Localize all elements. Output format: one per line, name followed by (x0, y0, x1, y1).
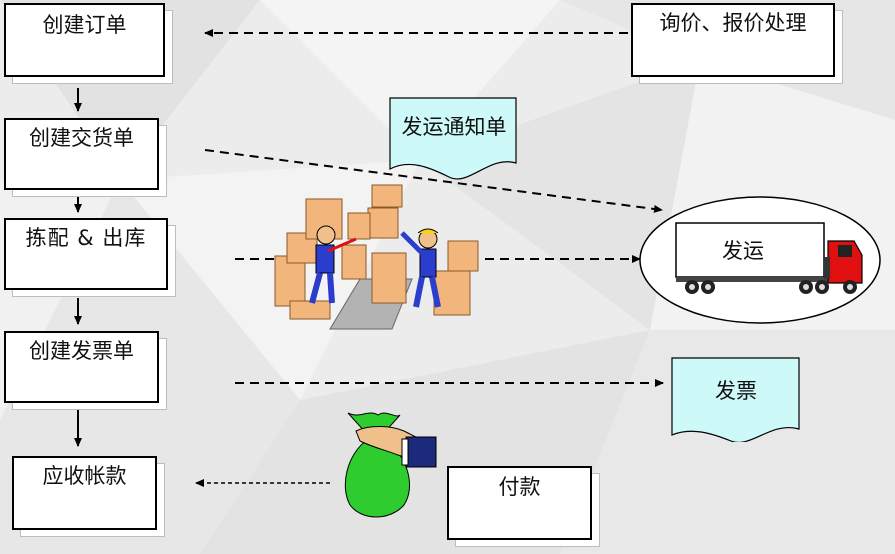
step-create-invoice: 创建发票单 (4, 331, 159, 403)
invoice-doc-label: 发票 (715, 379, 757, 403)
invoice-doc: 发票 (671, 357, 801, 442)
money-bag-icon (344, 412, 437, 518)
step-create-delivery-label: 创建交货单 (29, 126, 134, 150)
shipping-label: 发运 (722, 239, 764, 263)
step-accounts-receivable-label: 应收帐款 (42, 464, 127, 488)
payment-label: 付款 (498, 475, 541, 499)
step-create-invoice-label: 创建发票单 (29, 339, 134, 363)
step-create-order-label: 创建订单 (42, 13, 127, 37)
inquiry-quote-label: 询价、报价处理 (659, 11, 807, 35)
step-accounts-receivable: 应收帐款 (12, 456, 157, 530)
warehouse-workers-icon (274, 184, 479, 330)
step-picking-outbound: 拣配 & 出库 (4, 218, 168, 290)
shipping-node: 发运 (638, 195, 882, 325)
truck-icon (639, 196, 881, 324)
arrow-delivery-to-shipping (204, 149, 663, 213)
step-create-delivery: 创建交货单 (4, 118, 159, 190)
payment-box: 付款 (447, 466, 592, 540)
document-shape-icon (671, 357, 800, 442)
step-picking-outbound-label: 拣配 & 出库 (25, 226, 147, 250)
document-shape-icon (389, 97, 517, 180)
shipping-notice-doc: 发运通知单 (389, 97, 519, 182)
step-create-order: 创建订单 (4, 3, 165, 77)
shipping-notice-label: 发运通知单 (401, 115, 507, 139)
inquiry-quote-box: 询价、报价处理 (631, 3, 835, 77)
